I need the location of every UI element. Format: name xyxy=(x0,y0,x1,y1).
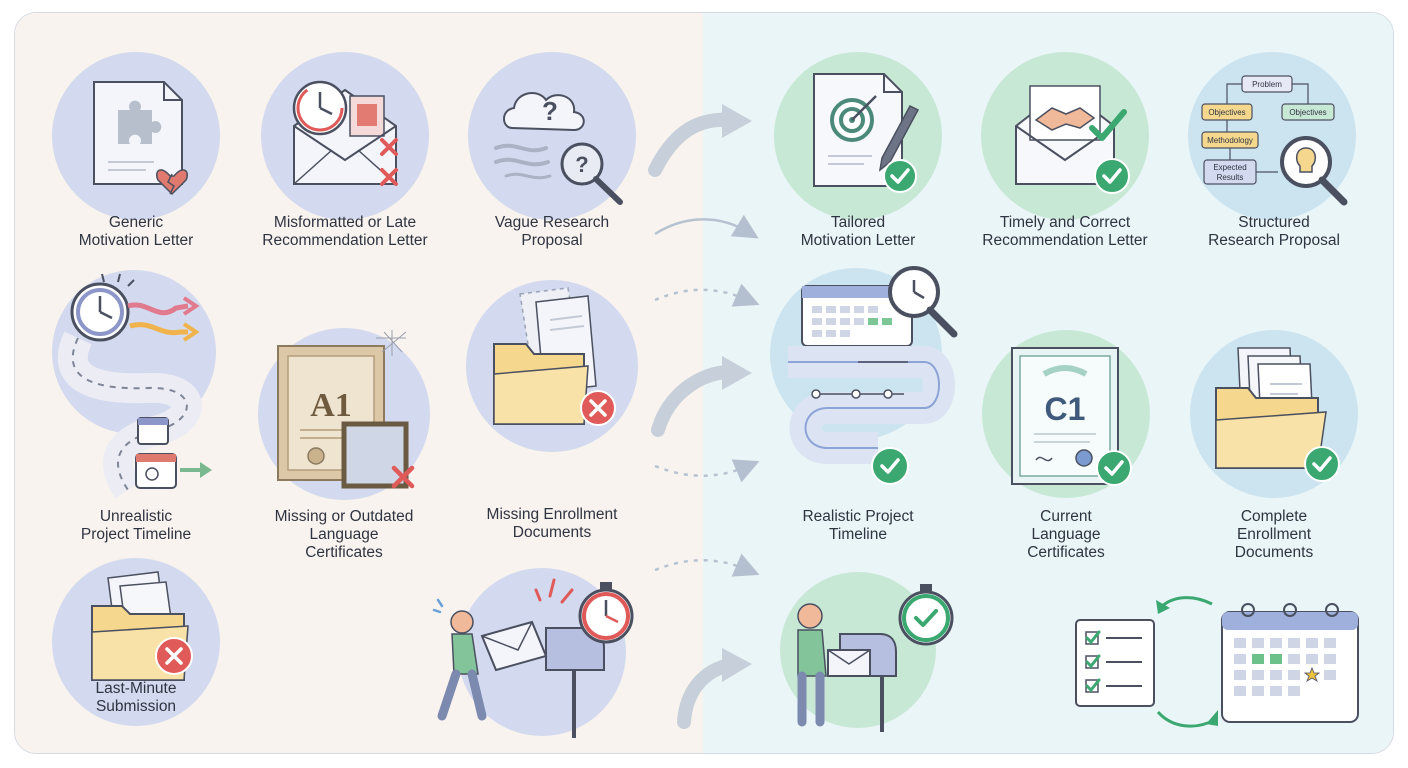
caption-line: Enrollment xyxy=(1236,526,1312,543)
envelope-handshake-icon xyxy=(981,52,1149,220)
current-language-certificates: C1 Current Language Certificates xyxy=(978,328,1154,564)
calendar-timeline-magnifier-icon xyxy=(770,266,958,485)
document-target-pen-icon xyxy=(774,52,942,220)
caption-line: Submission xyxy=(95,698,177,715)
structured-research-proposal: Problem Objectives Objectives Methodolog… xyxy=(1186,52,1362,252)
flowchart-methodology: Methodology xyxy=(1207,136,1253,145)
caption-line: Missing or Outdated xyxy=(274,508,414,525)
generic-motivation-letter-caption: Generic Motivation Letter xyxy=(50,214,222,250)
person-mailbox-stopwatch-ok-icon xyxy=(780,572,954,732)
envelope-clock-icon xyxy=(261,52,429,220)
missing-enrollment-documents-caption: Missing Enrollment Documents xyxy=(452,506,652,542)
c1-certificate-icon: C1 xyxy=(982,330,1150,498)
structured-research-proposal-caption: Structured Research Proposal xyxy=(1186,214,1362,250)
realistic-project-timeline: Realistic Project Timeline xyxy=(768,262,968,546)
caption-line: Complete xyxy=(1240,508,1308,525)
complete-enrollment-documents-caption: Complete Enrollment Documents xyxy=(1174,508,1374,562)
caption-line: Certificates xyxy=(305,544,383,561)
arrow-curved-4 xyxy=(677,648,752,729)
flowchart-results: Results xyxy=(1217,173,1244,182)
caption-line: Research Proposal xyxy=(1208,232,1340,249)
arrow-curved-3 xyxy=(651,356,752,437)
tailored-motivation-letter: Tailored Motivation Letter xyxy=(772,52,944,252)
missing-enrollment-documents: Missing Enrollment Documents xyxy=(464,278,640,542)
late-recommendation-letter-caption: Misformatted or Late Recommendation Lett… xyxy=(240,214,450,250)
arrow-curved-1 xyxy=(648,104,752,177)
unrealistic-project-timeline-caption: Unrealistic Project Timeline xyxy=(48,508,224,544)
checklist-calendar-icon xyxy=(1075,596,1359,728)
complete-enrollment-documents: Complete Enrollment Documents xyxy=(1186,328,1362,564)
timely-recommendation-letter: Timely and Correct Recommendation Letter xyxy=(970,52,1160,252)
late-folder-icon xyxy=(52,558,220,726)
last-minute-submission-caption: Last-Minute Submission xyxy=(48,680,224,716)
caption-line: Recommendation Letter xyxy=(262,232,428,249)
flowchart-objectives: Objectives xyxy=(1208,108,1245,117)
caption-line: Language xyxy=(1031,526,1101,543)
outdated-language-certificates: A1 Missing or Outdated Language Certific… xyxy=(256,322,432,566)
arrow-dotted-3 xyxy=(654,553,760,577)
vague-research-proposal: ? ? Vague Research Proposal xyxy=(466,52,638,252)
document-broken-heart-icon xyxy=(52,52,220,220)
flowchart-expected: Expected xyxy=(1213,163,1246,172)
caption-line: Proposal xyxy=(521,232,583,249)
generic-motivation-letter: Generic Motivation Letter xyxy=(50,52,222,252)
caption-line: Generic xyxy=(108,214,164,231)
tangled-timeline-icon xyxy=(52,270,216,499)
caption-line: Motivation Letter xyxy=(800,232,916,249)
grade-a1: A1 xyxy=(310,387,352,424)
caption-line: Unrealistic xyxy=(99,508,173,525)
arrow-curved-2 xyxy=(654,214,759,239)
folder-complete-icon xyxy=(1190,330,1358,498)
timely-recommendation-letter-caption: Timely and Correct Recommendation Letter xyxy=(960,214,1170,250)
unrealistic-project-timeline: Unrealistic Project Timeline xyxy=(48,270,228,546)
caption-line: Timeline xyxy=(829,526,887,543)
person-mailbox-stopwatch-icon xyxy=(432,568,634,738)
arrow-dotted-1 xyxy=(654,283,760,307)
caption-line: Timely and Correct xyxy=(999,214,1131,231)
caption-line: Last-Minute xyxy=(95,680,177,697)
current-language-certificates-caption: Current Language Certificates xyxy=(966,508,1166,562)
realistic-project-timeline-caption: Realistic Project Timeline xyxy=(758,508,958,544)
caption-line: Current xyxy=(1040,508,1092,525)
flowchart-magnifier-icon: Problem Objectives Objectives Methodolog… xyxy=(1188,52,1356,220)
flowchart-objectives: Objectives xyxy=(1289,108,1326,117)
caption-line: Missing Enrollment xyxy=(486,506,618,523)
vague-research-proposal-caption: Vague Research Proposal xyxy=(466,214,638,250)
grade-c1: C1 xyxy=(1045,391,1086,427)
last-minute-submission: Last-Minute Submission xyxy=(48,556,224,726)
folder-missing-docs-icon xyxy=(466,280,638,452)
checklist-calendar-cycle xyxy=(1072,588,1372,738)
caption-line: Documents xyxy=(512,524,592,541)
arrow-dotted-2 xyxy=(654,459,760,483)
cloud-question-magnifier-icon: ? ? xyxy=(468,52,636,220)
tailored-motivation-letter-caption: Tailored Motivation Letter xyxy=(772,214,944,250)
caption-line: Language xyxy=(309,526,379,543)
caption-line: Motivation Letter xyxy=(78,232,194,249)
outdated-language-certificates-caption: Missing or Outdated Language Certificate… xyxy=(244,508,444,562)
old-certificate-icon: A1 xyxy=(258,328,430,500)
caption-line: Vague Research xyxy=(494,214,610,231)
caption-line: Realistic Project xyxy=(802,508,914,525)
rushed-mailing-illustration xyxy=(428,566,648,738)
flowchart-problem: Problem xyxy=(1252,80,1282,89)
on-time-mailing-illustration xyxy=(770,572,970,732)
caption-line: Tailored xyxy=(830,214,886,231)
late-recommendation-letter: Misformatted or Late Recommendation Lett… xyxy=(250,52,440,252)
caption-line: Certificates xyxy=(1027,544,1105,561)
caption-line: Structured xyxy=(1238,214,1310,231)
caption-line: Misformatted or Late xyxy=(273,214,417,231)
caption-line: Recommendation Letter xyxy=(982,232,1148,249)
question-mark: ? xyxy=(542,96,558,126)
caption-line: Documents xyxy=(1234,544,1314,561)
question-mark: ? xyxy=(575,152,588,177)
caption-line: Project Timeline xyxy=(80,526,192,543)
